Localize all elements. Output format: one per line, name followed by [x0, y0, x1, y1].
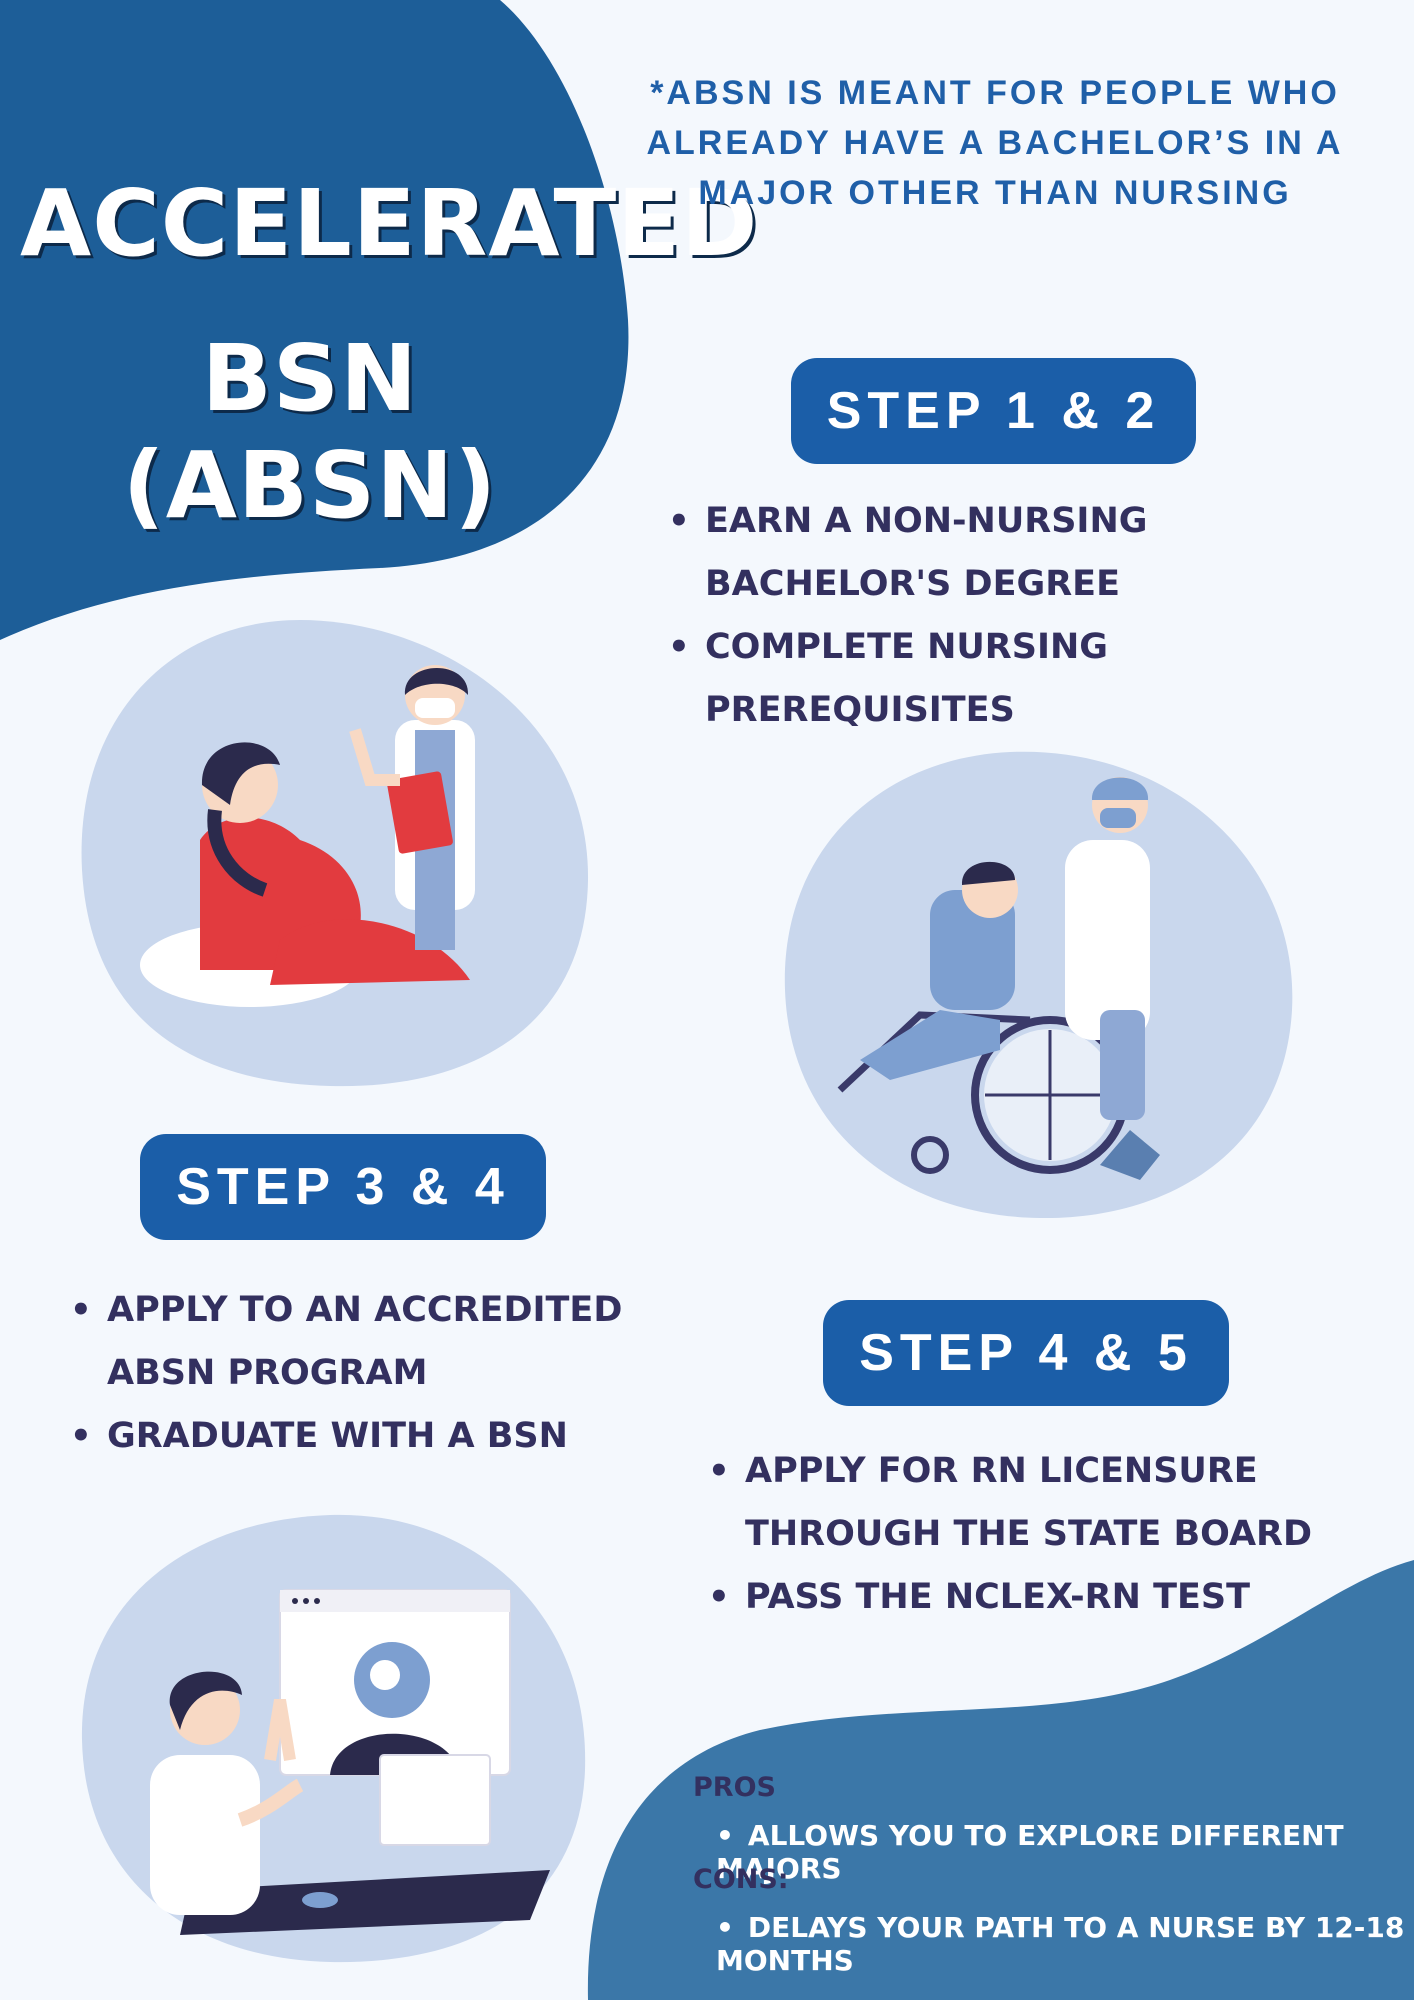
title-blob	[0, 0, 629, 640]
step-3-4-badge: STEP 3 & 4	[140, 1134, 546, 1240]
step-1-2-list: EARN A NON-NURSING BACHELOR'S DEGREE COM…	[668, 490, 1368, 742]
list-item: EARN A NON-NURSING BACHELOR'S DEGREE	[668, 490, 1368, 616]
cons-heading: CONS:	[693, 1864, 789, 1895]
telehealth-illustration	[150, 1589, 550, 1935]
step-1-2-badge: STEP 1 & 2	[791, 358, 1196, 464]
cons-item: •DELAYS YOUR PATH TO A NURSE BY 12-18 MO…	[716, 1911, 1405, 1977]
cons-item-text: DELAYS YOUR PATH TO A NURSE BY 12-18 MON…	[716, 1911, 1405, 1977]
list-item: GRADUATE WITH A BSN	[70, 1405, 670, 1468]
step-4-5-badge: STEP 4 & 5	[823, 1300, 1229, 1406]
step-3-4-list: APPLY TO AN ACCREDITED ABSN PROGRAM GRAD…	[70, 1279, 670, 1468]
title-line-2: BSN (ABSN)	[122, 325, 498, 539]
absn-note: *ABSN IS MEANT FOR PEOPLE WHO ALREADY HA…	[646, 74, 1344, 212]
pros-heading: PROS	[693, 1772, 776, 1803]
pros-cons-blob	[587, 1560, 1414, 2000]
list-item: COMPLETE NURSING PREREQUISITES	[668, 616, 1368, 742]
pros-item: •ALLOWS YOU TO EXPLORE DIFFERENT MAJORS	[716, 1819, 1344, 1885]
step-4-5-list: APPLY FOR RN LICENSURE THROUGH THE STATE…	[708, 1440, 1398, 1629]
pros-item-text: ALLOWS YOU TO EXPLORE DIFFERENT MAJORS	[716, 1819, 1344, 1885]
nurse-wheelchair-illustration	[837, 777, 1160, 1180]
title-line-1: ACCELERATED	[20, 170, 759, 277]
list-item: APPLY FOR RN LICENSURE THROUGH THE STATE…	[708, 1440, 1398, 1566]
illustration-blob-2	[784, 751, 1293, 1219]
list-item: APPLY TO AN ACCREDITED ABSN PROGRAM	[70, 1279, 670, 1405]
list-item: PASS THE NCLEX-RN TEST	[708, 1566, 1398, 1629]
nurse-pregnant-patient-illustration	[140, 665, 475, 1007]
